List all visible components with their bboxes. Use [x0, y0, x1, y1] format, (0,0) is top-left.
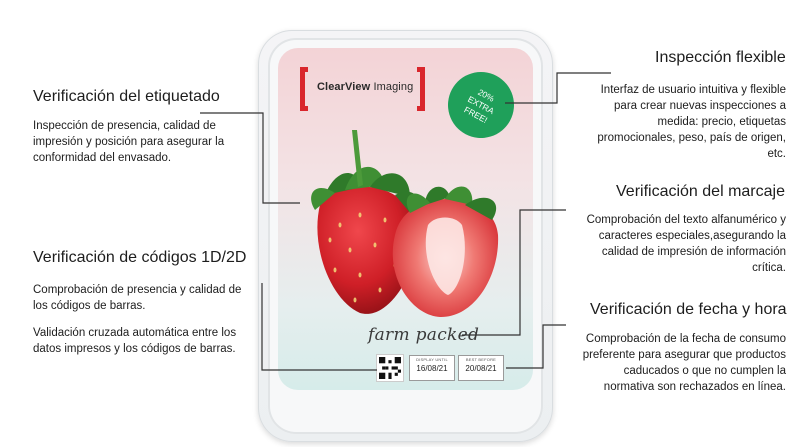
- display-until-caption: DISPLAY UNTIL: [416, 357, 448, 362]
- callout-text-fecha: Comprobación de la fecha de consumo pref…: [582, 333, 786, 393]
- leader-codigos: [261, 283, 377, 371]
- callout-text-codigos-1: Comprobación de presencia y calidad de l…: [33, 284, 242, 312]
- callout-title-codigos: Verificación de códigos 1D/2D: [33, 249, 247, 266]
- leader-marcaje: [462, 209, 566, 336]
- callout-title-marcaje: Verificación del marcaje: [616, 183, 785, 200]
- best-before-caption: BEST BEFORE: [465, 357, 497, 362]
- logo-bracket-right: [417, 67, 425, 111]
- strawberry-illustration: [311, 130, 499, 318]
- leader-fecha: [506, 324, 566, 369]
- display-until-box: DISPLAY UNTIL 16/08/21: [409, 355, 455, 381]
- display-until-date: 16/08/21: [416, 364, 448, 373]
- brand-logo: ClearView Imaging: [300, 67, 425, 111]
- farm-packed-text: farm packed: [368, 325, 480, 345]
- callout-text-marcaje: Comprobación del texto alfanumérico y ca…: [586, 214, 786, 274]
- half-strawberry: [392, 186, 499, 318]
- callout-text-flexible: Interfaz de usuario intuitiva y flexible…: [597, 84, 786, 160]
- whole-strawberry: [311, 130, 419, 314]
- callout-title-fecha: Verificación de fecha y hora: [590, 301, 787, 318]
- qr-code: [376, 354, 404, 382]
- callout-title-flexible: Inspección flexible: [655, 49, 786, 66]
- brand-name: ClearView Imaging: [317, 81, 414, 93]
- callout-text-etiquetado: Inspección de presencia, calidad de impr…: [33, 120, 225, 164]
- callout-title-etiquetado: Verificación del etiquetado: [33, 88, 220, 105]
- callout-text-codigos-2: Validación cruzada automática entre los …: [33, 327, 237, 355]
- leader-flexible: [505, 72, 611, 104]
- best-before-box: BEST BEFORE 20/08/21: [458, 355, 504, 381]
- logo-bracket-left: [300, 67, 308, 111]
- best-before-date: 20/08/21: [465, 364, 497, 373]
- leader-etiquetado: [200, 112, 300, 204]
